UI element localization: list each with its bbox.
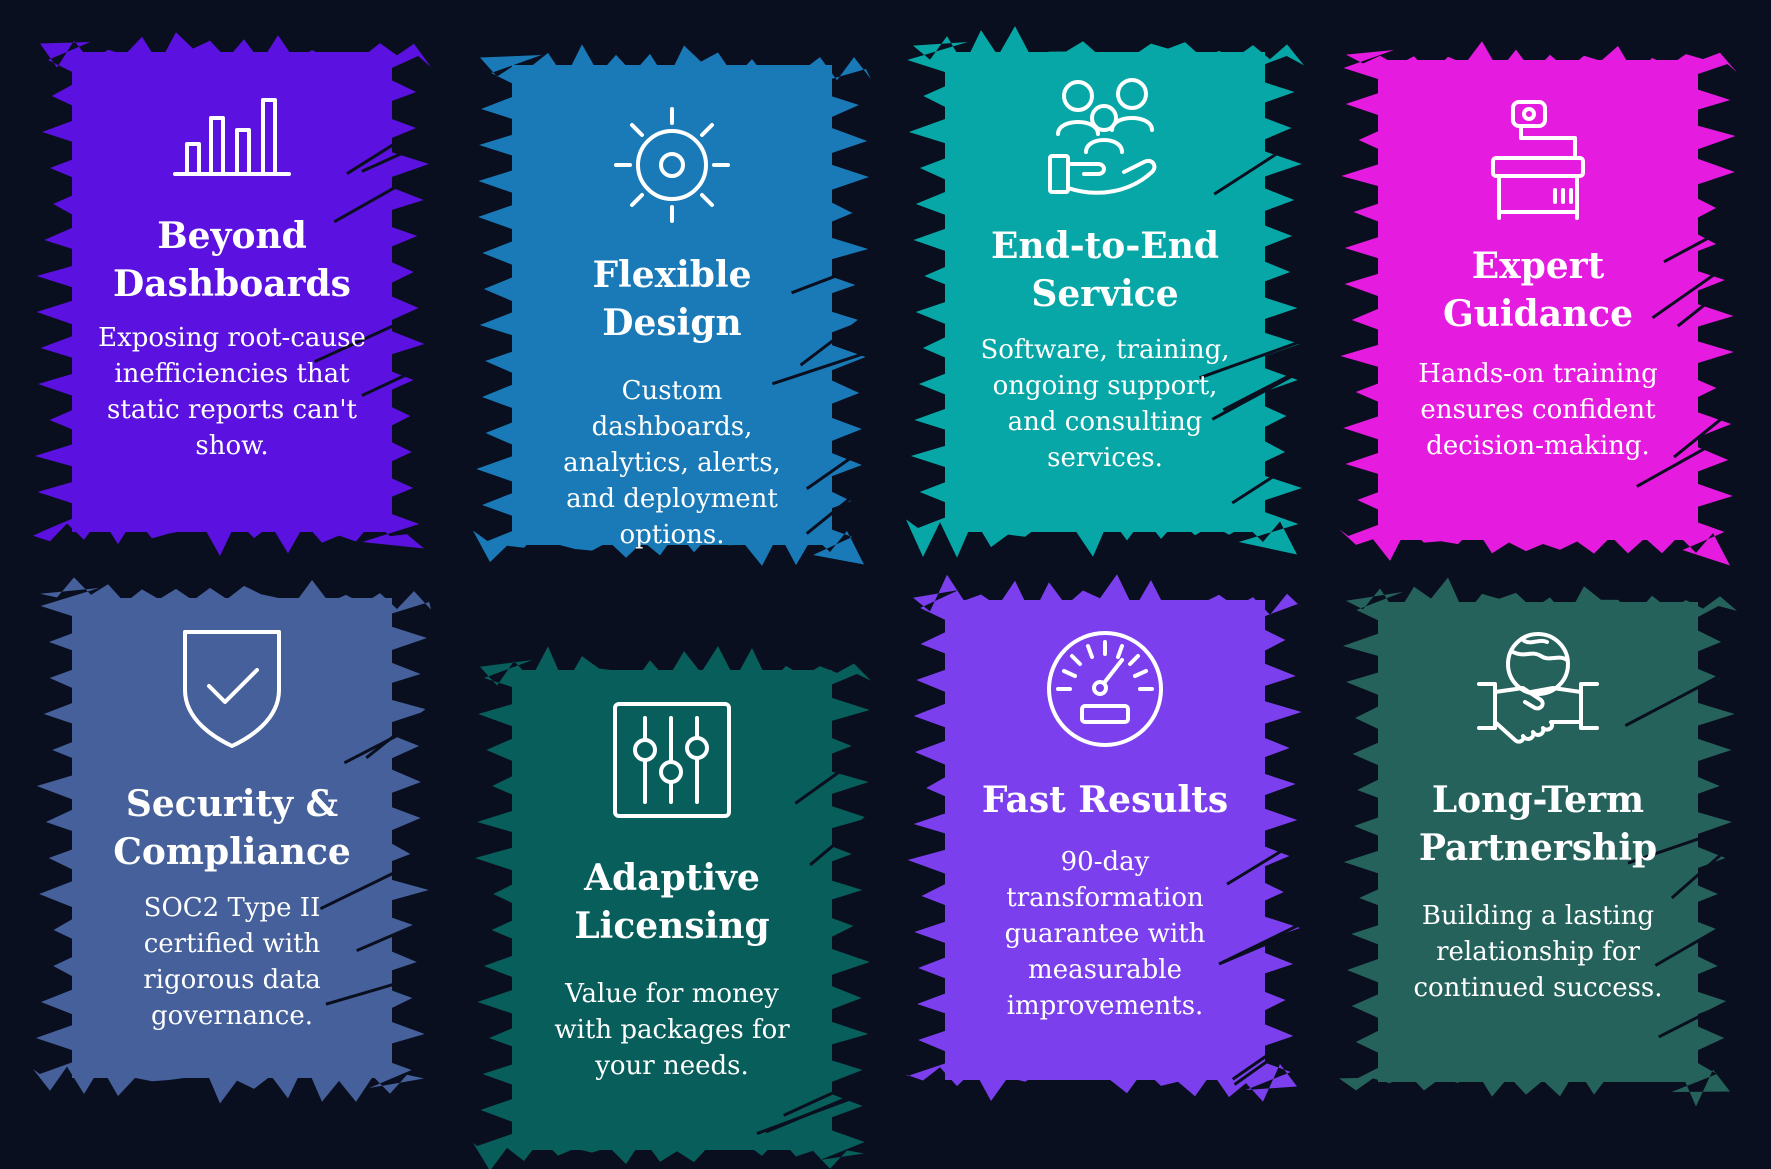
scribble-mark xyxy=(1676,277,1739,328)
scribble-mark xyxy=(346,118,433,175)
scribble-mark xyxy=(343,716,433,765)
card-description: Value for money with packages for your n… xyxy=(554,979,790,1081)
card-description: Software, training, ongoing support, and… xyxy=(980,335,1230,473)
scribble-mark xyxy=(1231,1027,1306,1081)
card-end-to-end-service: End-to-End Service Software, training, o… xyxy=(895,12,1315,572)
card-description: Custom dashboards, analytics, alerts, an… xyxy=(563,376,781,550)
card-title: End-to-End Service xyxy=(990,225,1220,315)
scribble-mark xyxy=(365,704,433,760)
card-shape-fill xyxy=(945,52,1265,532)
scribble-mark xyxy=(794,747,873,805)
card-background-shape xyxy=(906,574,1306,1102)
scribble-mark xyxy=(361,138,433,173)
card-description: Exposing root-cause inefficiencies that … xyxy=(98,323,366,461)
sliders-icon xyxy=(613,702,731,818)
scribble-mark xyxy=(1658,995,1739,1039)
scribble-mark xyxy=(1670,838,1739,900)
card-fast-results: Fast Results 90-day transformation guara… xyxy=(895,560,1315,1120)
projector-icon xyxy=(1491,100,1585,220)
scribble-mark xyxy=(1624,665,1739,727)
card-description: Hands-on training ensures confident deci… xyxy=(1418,359,1658,461)
scribble-mark xyxy=(1651,256,1739,320)
card-security-compliance: Security & Compliance SOC2 Type II certi… xyxy=(22,558,442,1118)
gear-icon xyxy=(614,107,730,223)
card-title: Flexible Design xyxy=(592,254,752,344)
scribble-mark xyxy=(1221,920,1306,964)
scribble-mark xyxy=(1211,367,1306,421)
scribble-mark xyxy=(1199,338,1306,380)
hand-people-icon xyxy=(1048,78,1157,195)
handshake-globe-icon xyxy=(1477,632,1599,744)
speedometer-icon xyxy=(1047,631,1163,747)
scribble-mark xyxy=(1654,916,1739,967)
card-shape-fill xyxy=(72,598,392,1078)
scribble-mark xyxy=(1226,835,1306,886)
scribble-mark xyxy=(333,165,433,224)
card-shape-fill xyxy=(512,65,832,545)
card-title: Beyond Dashboards xyxy=(113,215,351,305)
card-title: Fast Results xyxy=(981,779,1229,821)
card-title: Security & Compliance xyxy=(113,783,351,873)
scribble-mark xyxy=(313,306,433,364)
scribble-mark xyxy=(805,479,873,535)
card-shape-fill xyxy=(1378,602,1698,1082)
card-title: Expert Guidance xyxy=(1442,245,1634,335)
scribble-mark xyxy=(361,361,433,397)
scribble-mark xyxy=(356,916,433,952)
card-flexible-design: Flexible Design Custom dashboards, analy… xyxy=(462,25,882,585)
card-title: Long-Term Partnership xyxy=(1418,779,1658,869)
card-background-shape xyxy=(33,32,433,556)
scribble-mark xyxy=(783,1073,873,1117)
scribble-mark xyxy=(1231,454,1306,505)
scribble-mark xyxy=(1222,366,1306,412)
scribble-mark xyxy=(1663,220,1739,264)
card-description: Building a lasting relationship for cont… xyxy=(1413,901,1663,1003)
card-shape-fill xyxy=(72,52,392,532)
scribble-mark xyxy=(325,971,433,1006)
scribble-mark xyxy=(771,349,873,386)
card-background-shape xyxy=(33,577,433,1104)
card-background-shape xyxy=(473,44,873,566)
card-background-shape xyxy=(1339,577,1739,1107)
card-beyond-dashboards: Beyond Dashboards Exposing root-cause in… xyxy=(22,12,442,572)
card-description: 90-day transformation guarantee with mea… xyxy=(1004,847,1206,1021)
card-description: SOC2 Type II certified with rigorous dat… xyxy=(143,893,321,1031)
scribble-mark xyxy=(1213,134,1306,196)
scribble-mark xyxy=(799,309,873,367)
scribble-mark xyxy=(1627,823,1739,865)
scribble-mark xyxy=(1673,404,1739,459)
bar-chart-icon xyxy=(173,98,291,176)
scribble-mark xyxy=(791,260,873,295)
scribble-mark xyxy=(756,1089,873,1135)
card-title: Adaptive Licensing xyxy=(574,857,770,947)
scribble-mark xyxy=(809,811,873,867)
card-background-shape xyxy=(906,26,1306,558)
scribble-mark xyxy=(805,441,873,490)
card-background-shape xyxy=(1339,41,1739,566)
scribble-mark xyxy=(1233,1033,1306,1086)
card-expert-guidance: Expert Guidance Hands-on training ensure… xyxy=(1328,20,1748,580)
scribble-mark xyxy=(1636,428,1739,488)
scribble-mark xyxy=(319,853,433,911)
shield-check-icon xyxy=(183,630,281,748)
card-adaptive-licensing: Adaptive Licensing Value for money with … xyxy=(462,630,882,1169)
card-long-term-partnership: Long-Term Partnership Building a lasting… xyxy=(1328,562,1748,1122)
